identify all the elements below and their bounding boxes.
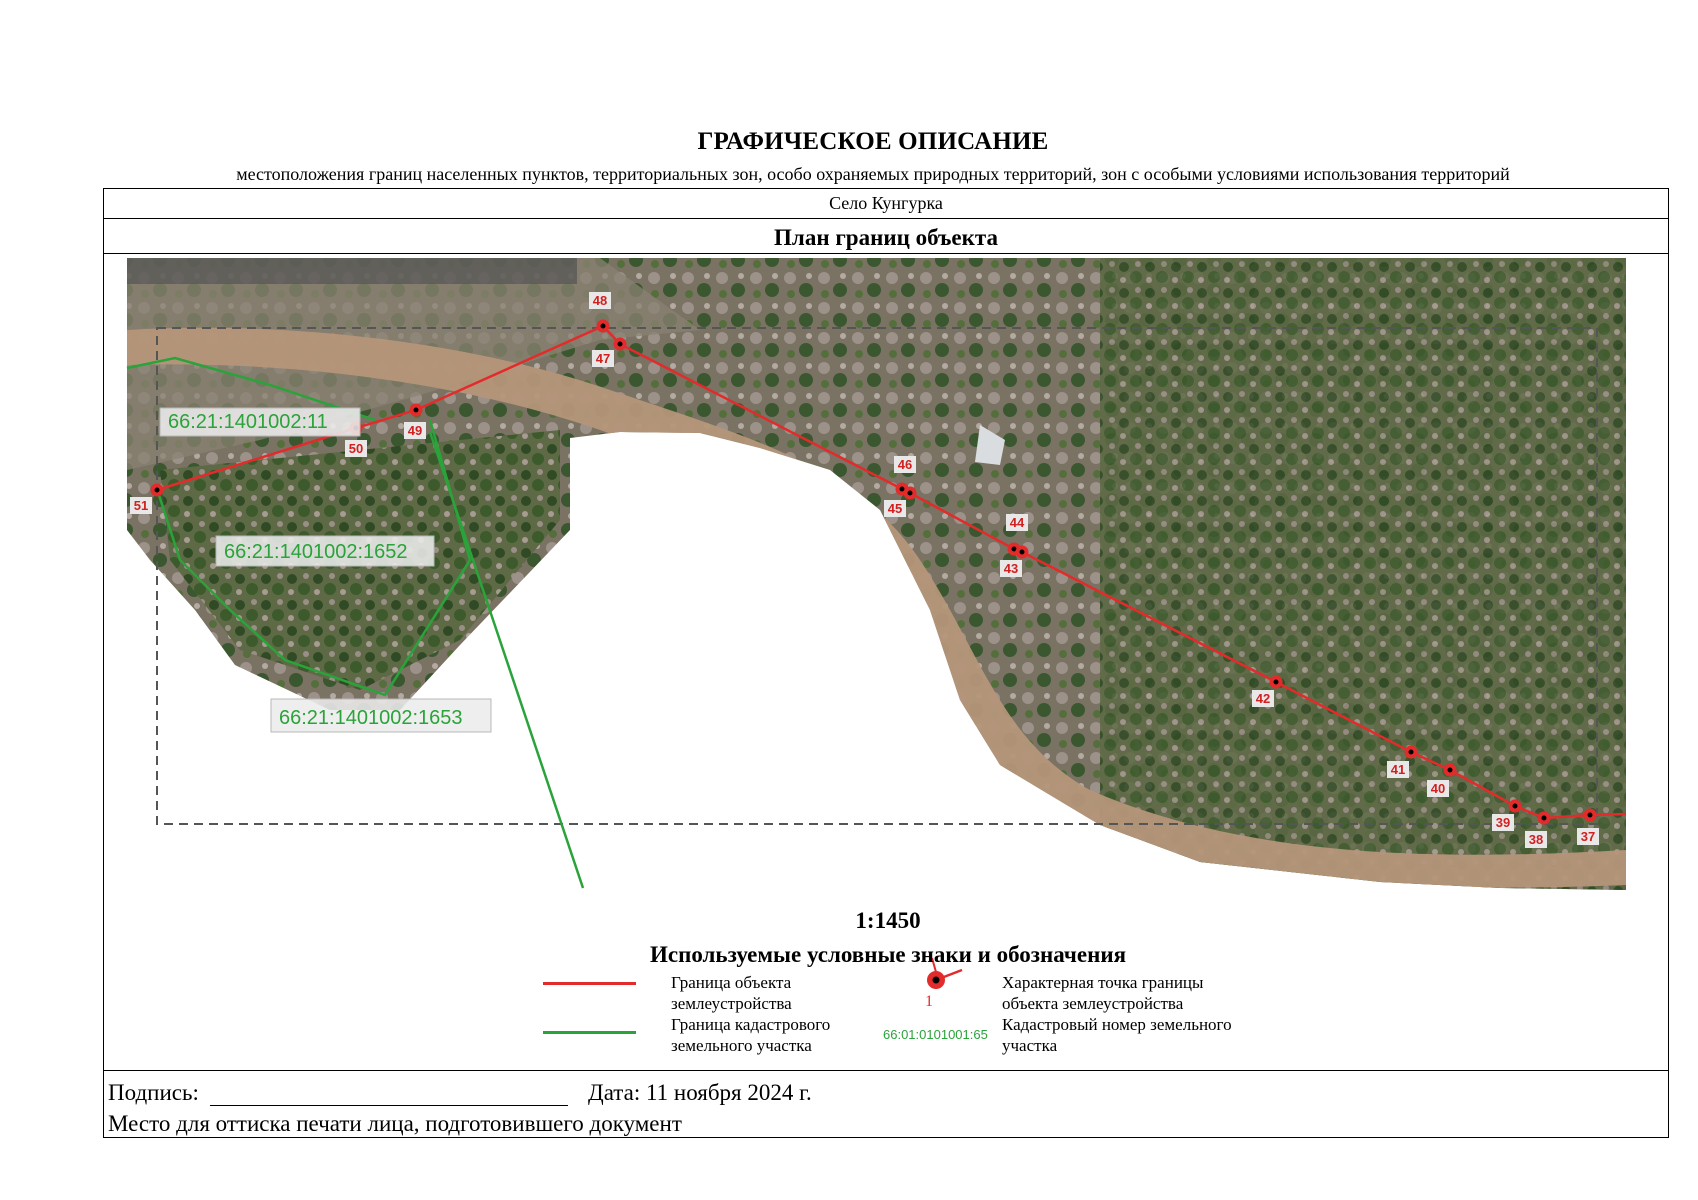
- boundary-point-label: 49: [408, 423, 422, 438]
- legend-cadastral-number-label: Кадастровый номер земельного участка: [1002, 1015, 1232, 1055]
- boundary-point-44: 44: [1006, 514, 1029, 559]
- boundary-point-label: 42: [1256, 691, 1270, 706]
- boundary-point-label: 47: [596, 351, 610, 366]
- stamp-placeholder: Место для оттиска печати лица, подготови…: [108, 1111, 682, 1136]
- cadastral-labels: 66:21:1401002:11 66:21:1401002:1652 66:21:…: [159, 407, 492, 733]
- signature-block: Подпись: Дата: 11 ноября 2024 г. Место д…: [103, 1070, 1669, 1138]
- boundary-point-39: 39: [1492, 799, 1522, 831]
- map-scale: 1:1450: [855, 908, 921, 933]
- svg-text:66:21:1401002:1652: 66:21:1401002:1652: [224, 541, 408, 563]
- legend-point-sample-number: 1: [925, 993, 933, 1010]
- boundary-point-label: 45: [888, 501, 902, 516]
- boundary-point-45: 45: [884, 482, 909, 517]
- legend-title: Используемые условные знаки и обозначени…: [649, 942, 1127, 967]
- legend-boundary-line-label: Граница объекта землеустройства: [671, 973, 792, 1013]
- boundary-point-label: 43: [1004, 561, 1018, 576]
- boundary-point-40: 40: [1427, 763, 1457, 797]
- legend-point-label: Характерная точка границы объекта землеу…: [1002, 973, 1204, 1013]
- orthophoto-background: [127, 258, 1626, 890]
- boundary-point-48: 48: [589, 292, 611, 333]
- document-title: ГРАФИЧЕСКОЕ ОПИСАНИЕ: [697, 128, 1049, 155]
- legend-cadastral-line-label: Граница кадастрового земельного участка: [671, 1015, 831, 1055]
- boundary-point-37: 37: [1577, 808, 1599, 845]
- cadastral-parcel-label: 66:21:1401002:1653: [270, 698, 492, 733]
- boundary-point-label: 39: [1496, 815, 1510, 830]
- boundary-point-label: 37: [1581, 829, 1595, 844]
- cadastral-boundaries: [126, 356, 585, 889]
- plan-title-row: План границ объекта: [103, 218, 1669, 254]
- boundary-point-49: 49: [404, 403, 426, 439]
- settlement-name: Село Кунгурка: [829, 193, 943, 213]
- signature-label: Подпись:: [108, 1080, 199, 1105]
- legend-boundary-line-sample: [543, 982, 636, 985]
- document-subtitle: местоположения границ населенных пунктов…: [236, 164, 1510, 184]
- legend-cadastral-line-sample: [543, 1031, 636, 1034]
- boundary-point-41: 41: [1387, 745, 1418, 778]
- boundary-point-label: 50: [349, 441, 363, 456]
- settlement-row: Село Кунгурка: [103, 188, 1669, 219]
- boundary-point-label: 41: [1391, 762, 1405, 777]
- boundary-point-46: 46: [894, 456, 917, 500]
- boundary-point-label: 51: [134, 498, 148, 513]
- boundary-point-42: 42: [1252, 675, 1283, 707]
- plan-content-box: [103, 253, 1669, 1071]
- signature-line: [210, 1105, 568, 1106]
- document-date: Дата: 11 ноября 2024 г.: [588, 1080, 812, 1105]
- boundary-point-label: 40: [1431, 781, 1445, 796]
- map-frame-dashed: [156, 327, 1598, 825]
- legend-point-symbol: [927, 957, 963, 989]
- cadastral-parcel-label: 66:21:1401002:1652: [215, 535, 435, 567]
- boundary-point-label: 44: [1010, 515, 1025, 530]
- boundary-point-38: 38: [1525, 811, 1551, 848]
- boundary-point-47: 47: [592, 337, 627, 367]
- boundary-point-label: 38: [1529, 832, 1543, 847]
- svg-text:66:21:1401002:1653: 66:21:1401002:1653: [279, 707, 463, 729]
- boundary-point-51: 51: [130, 483, 164, 514]
- boundary-point-label: 48: [593, 293, 607, 308]
- boundary-point-label: 46: [898, 457, 912, 472]
- svg-text:66:21:1401002:11: 66:21:1401002:11: [168, 411, 328, 433]
- cadastral-parcel-label: 66:21:1401002:11: [159, 407, 361, 437]
- legend-cadastral-number-sample: 66:01:0101001:65: [883, 1027, 988, 1042]
- plan-title: План границ объекта: [774, 225, 998, 250]
